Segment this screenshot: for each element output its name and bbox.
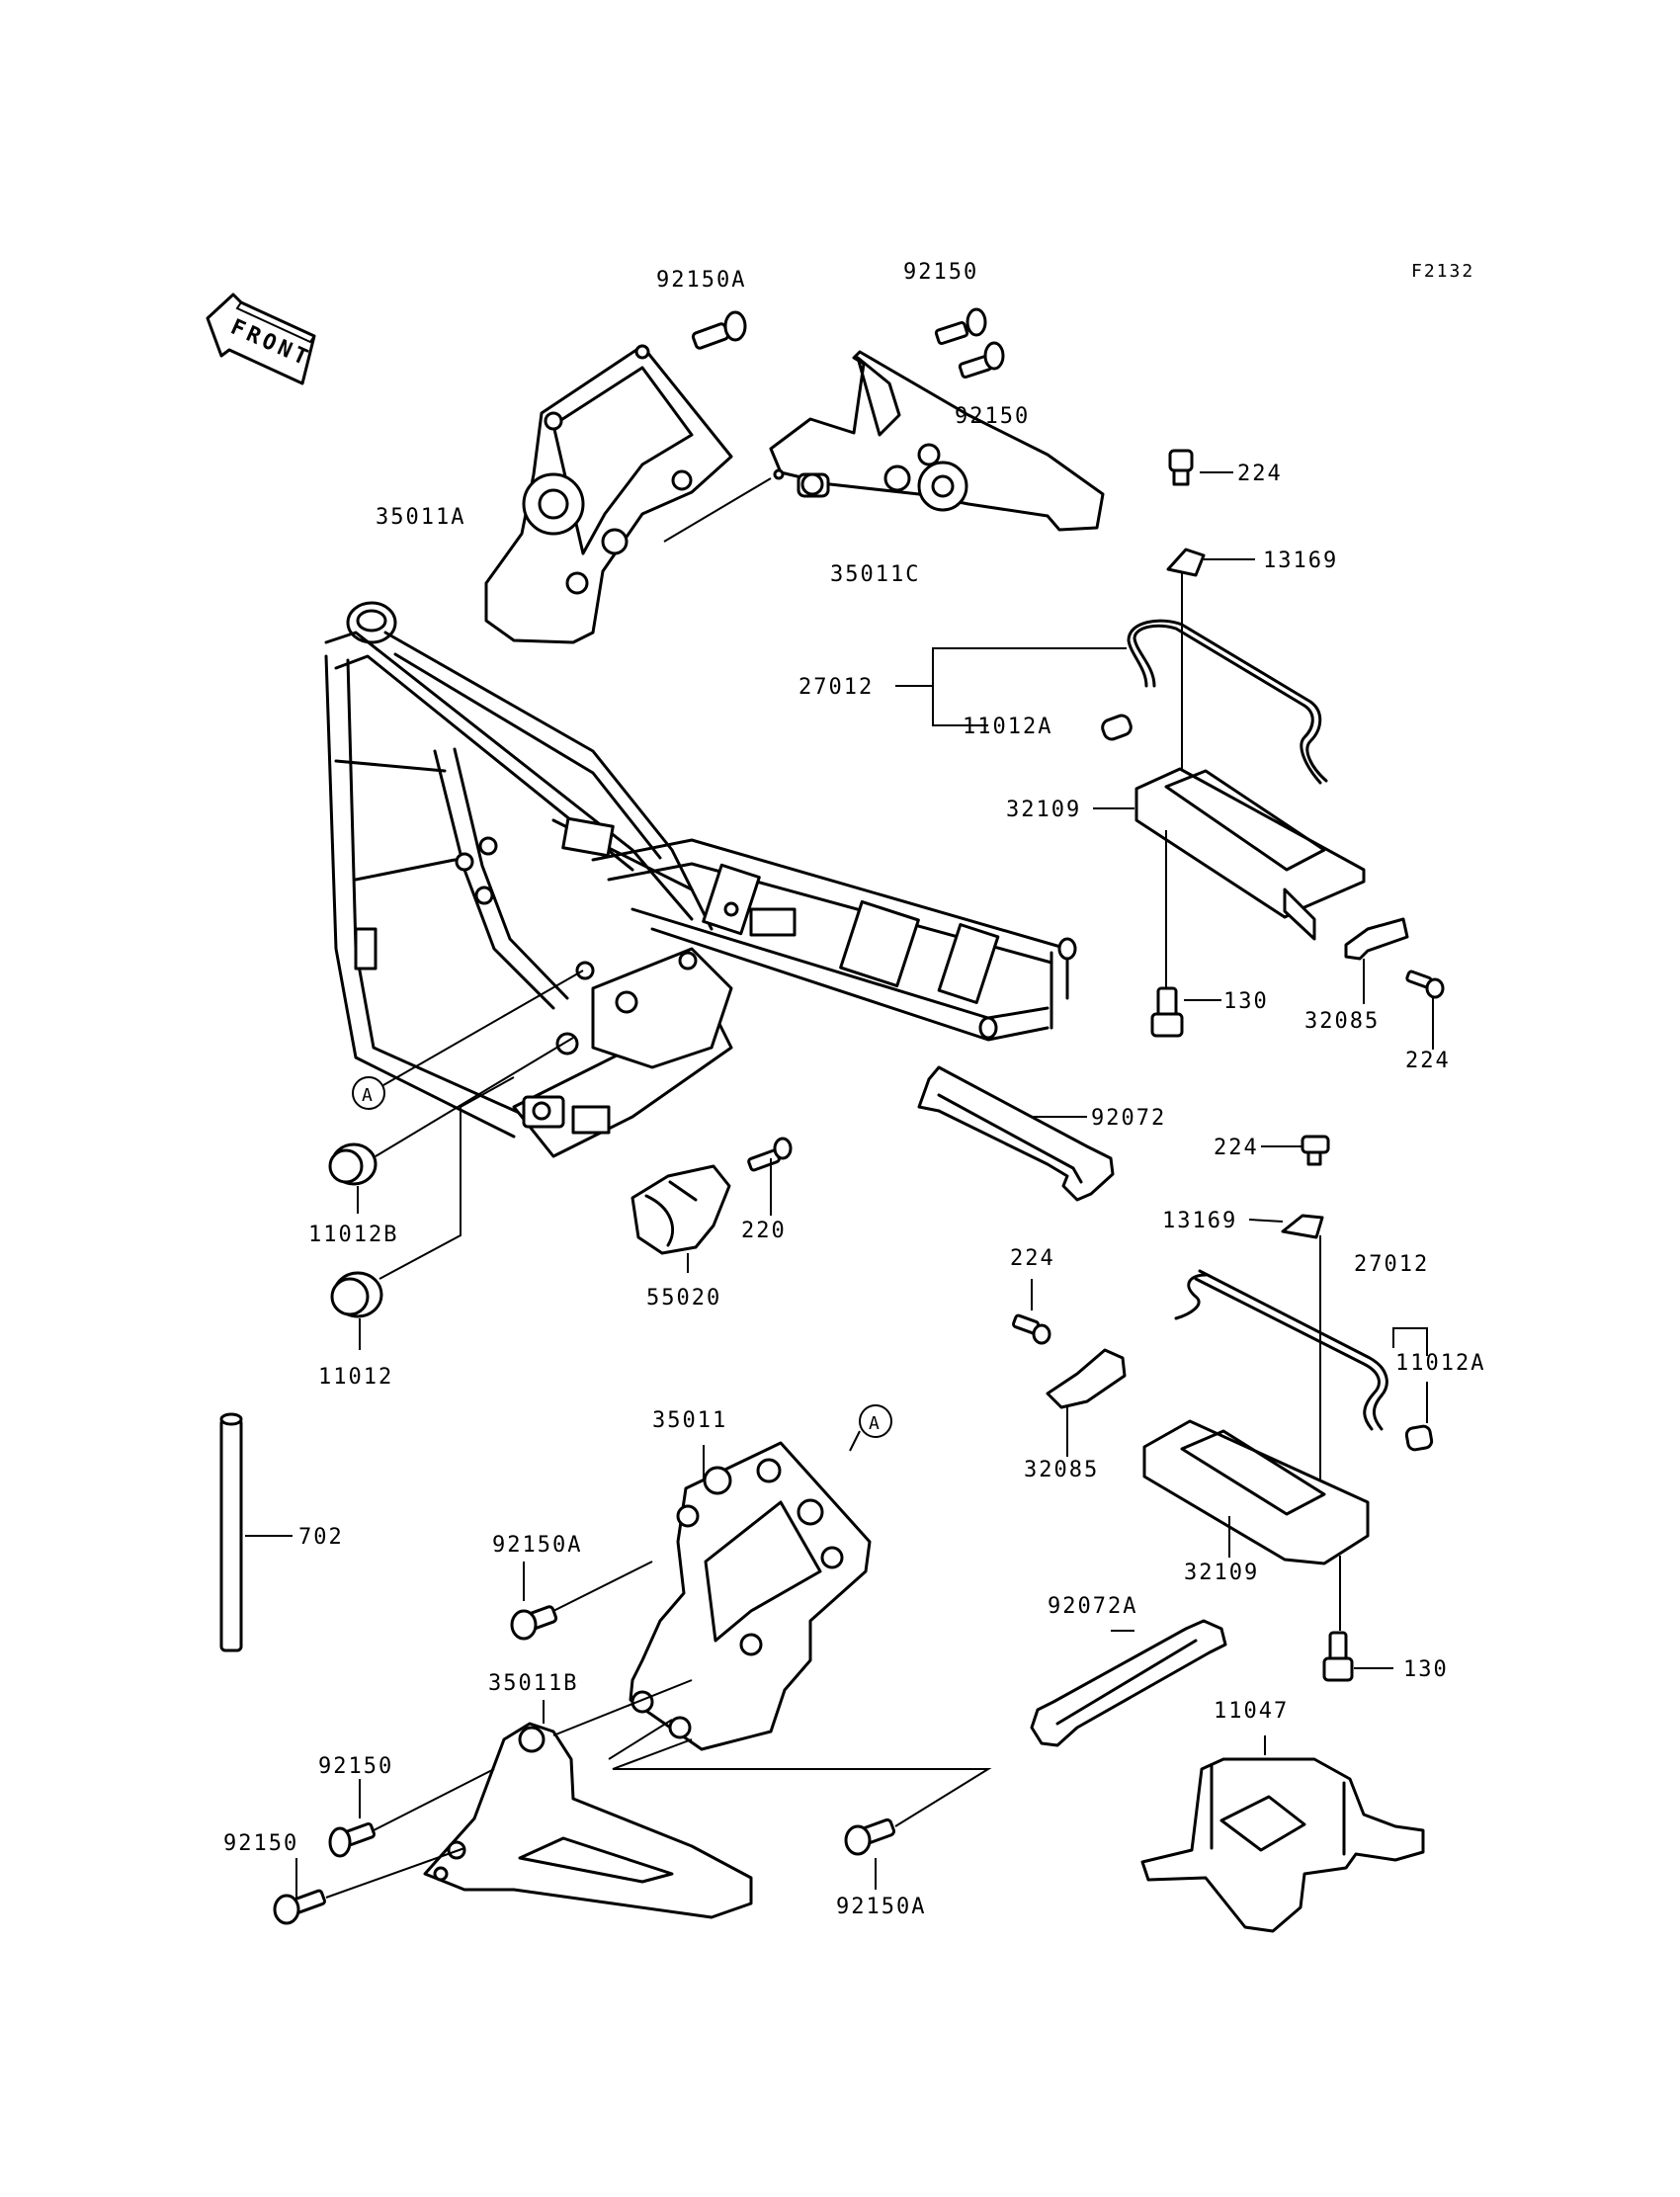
bolt-92150A-top-icon [691,310,747,350]
cap-11012B [328,1037,574,1214]
tray-11047 [1140,1735,1425,1933]
bolt-224-b-icon [1405,970,1445,1050]
label-27012-a: 27012 [798,675,874,700]
label-11012: 11012 [318,1365,393,1390]
label-13169-a: 13169 [1263,549,1338,573]
label-11012A-b: 11012A [1395,1351,1485,1376]
cap-11012 [330,1076,515,1350]
label-27012-b: 27012 [1354,1252,1429,1277]
label-224-d: 224 [1010,1246,1055,1271]
battery-holder-32109-a [1093,767,1366,988]
cap-11012A-a [1101,714,1133,741]
bracket-55020 [630,1164,731,1273]
label-32085-a: 32085 [1304,1009,1380,1034]
label-220: 220 [741,1219,787,1243]
label-224-a: 224 [1237,462,1283,486]
label-32109-a: 32109 [1006,798,1081,822]
label-11012A-a: 11012A [963,715,1052,739]
part-labels: 92150A 92150 92150 35011A 35011C 224 131… [223,260,1485,1919]
rod-27012-b [1174,1269,1428,1431]
label-55020: 55020 [646,1286,721,1310]
label-32085-b: 32085 [1024,1458,1099,1482]
label-35011A: 35011A [376,505,465,530]
cap-11012A-b [1404,1382,1434,1452]
bracket-35011 [629,1430,872,1751]
bolt-224-d-icon [1012,1279,1051,1345]
label-224-c: 224 [1214,1136,1259,1160]
clip-13169-b [1248,1214,1324,1502]
bracket-35011B [423,1679,753,1919]
label-92072: 92072 [1091,1106,1166,1131]
callout-a-frame-label: A [362,1085,375,1106]
bolt-92150A-bot-icon [612,1738,992,1890]
rod-27012-a [895,619,1328,785]
bolt-92150-bot-2-icon [273,1847,465,1925]
front-direction-arrow-icon: FRONT [206,293,316,385]
label-35011B: 35011B [488,1671,578,1696]
label-92150-top-1: 92150 [903,260,978,285]
clamp-32085-a [1344,917,1409,1004]
label-130-b: 130 [1403,1657,1449,1682]
callout-a-bracket-label: A [869,1413,882,1434]
bolt-224-a-icon [1168,449,1233,486]
label-130-a: 130 [1223,989,1269,1014]
bolt-92150A-mid-icon [510,1561,653,1641]
bracket-35011A [484,344,772,644]
label-92150-bot-2: 92150 [223,1831,298,1856]
label-32109-b: 32109 [1184,1561,1259,1585]
label-92150-bot-1: 92150 [318,1754,393,1779]
label-92150A-top: 92150A [656,268,746,293]
bracket-35011C [769,350,1105,532]
label-11047: 11047 [1214,1699,1289,1724]
bolt-92150-bot-1-icon [328,1768,495,1858]
label-224-b: 224 [1405,1049,1451,1073]
label-11012B: 11012B [308,1223,398,1247]
screw-220-icon [747,1137,793,1216]
strap-92072 [917,1065,1115,1202]
callout-a-bracket: A [859,1404,892,1438]
bolt-130-b-icon [1322,1631,1393,1682]
label-702: 702 [298,1525,344,1550]
label-92150A-bot: 92150A [836,1895,926,1919]
label-35011C: 35011C [830,562,920,587]
pipe-702 [219,1412,293,1652]
bolt-92150-top-1-icon [934,307,987,346]
motorcycle-frame [324,601,1077,1158]
clamp-32085-b [1046,1348,1127,1457]
label-13169-b: 13169 [1162,1209,1237,1233]
callout-a-frame: A [352,1076,385,1110]
label-92150A-mid: 92150A [492,1533,582,1558]
label-35011: 35011 [652,1408,727,1433]
strap-92072A [1030,1619,1227,1747]
bolt-130-a-icon [1150,986,1221,1038]
clip-13169-a [1166,548,1255,769]
bolt-224-c-icon [1261,1135,1330,1166]
figure-id: F2132 [1411,261,1474,282]
label-92150-top-2: 92150 [955,404,1030,429]
label-92072A: 92072A [1048,1594,1137,1619]
battery-holder-32109-b [1142,1419,1370,1631]
bolt-92150-top-2-icon [958,341,1005,380]
